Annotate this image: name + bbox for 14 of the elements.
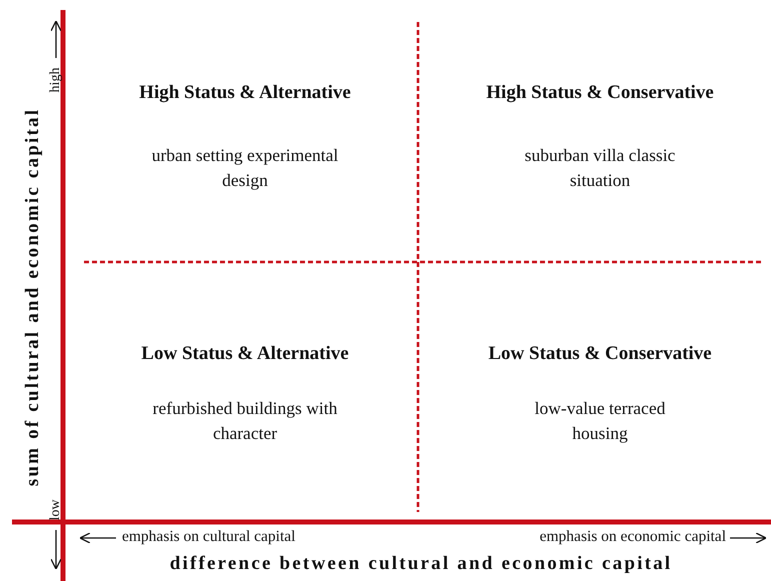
axis-title: sum of cultural and economic capital xyxy=(22,108,44,486)
quadrant-description: urban setting experimental design xyxy=(150,144,340,192)
quadrant-title: Low Status & Conservative xyxy=(488,343,712,365)
quadrant-title: Low Status & Alternative xyxy=(141,343,349,365)
axis-title: difference between cultural and economic capital xyxy=(170,553,672,575)
quadrant-title: High Status & Conservative xyxy=(486,82,714,104)
axis-end-label: high xyxy=(48,68,64,92)
quadrant-description: refurbished buildings with character xyxy=(152,397,338,445)
axis-end-label: low xyxy=(48,500,64,520)
quadrant-title: High Status & Alternative xyxy=(139,82,351,104)
quadrant-description: low-value terraced housing xyxy=(534,397,666,445)
axis-end-label: emphasis on economic capital xyxy=(540,528,726,546)
axis-end-label: emphasis on cultural capital xyxy=(122,528,296,546)
quadrant-description: suburban villa classic situation xyxy=(524,144,676,192)
